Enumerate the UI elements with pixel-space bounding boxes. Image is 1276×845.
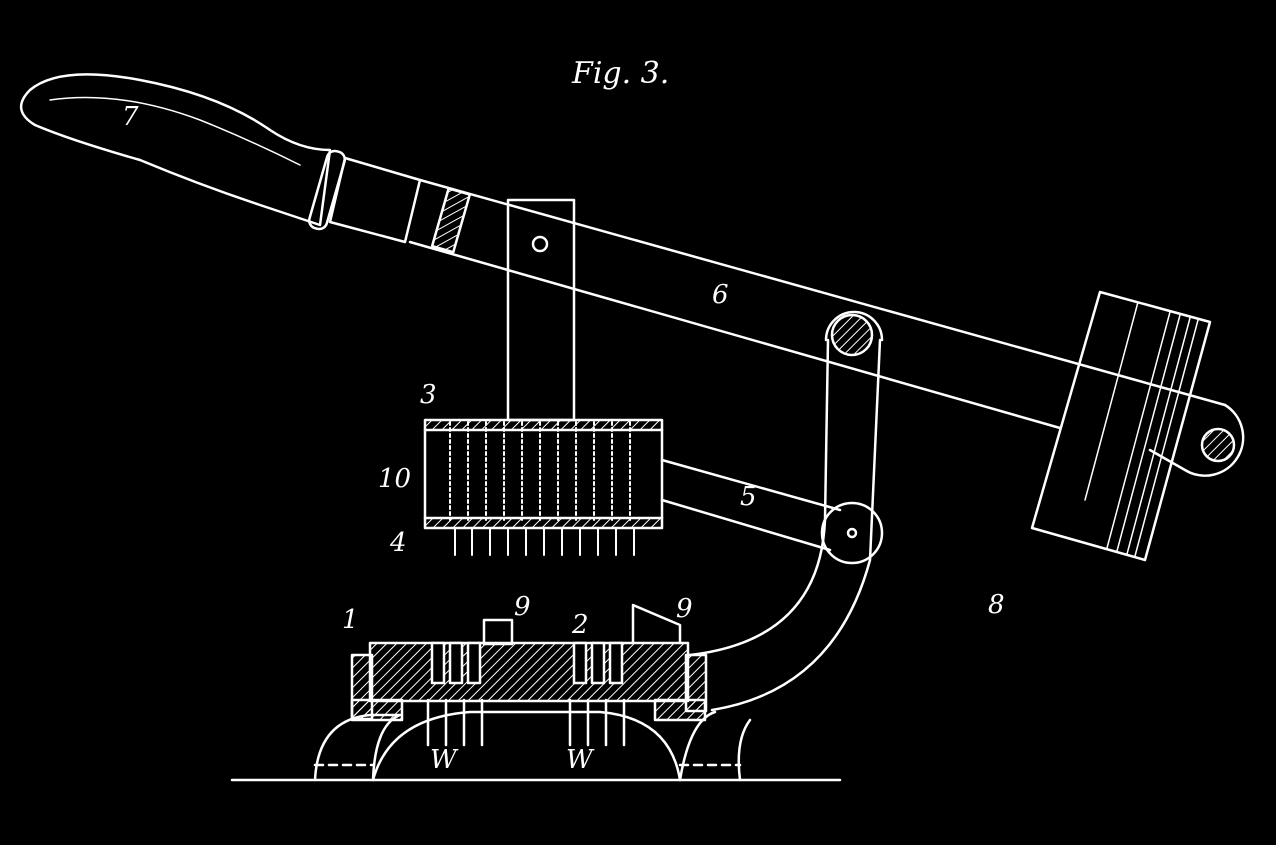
die-pins-left — [430, 641, 482, 685]
label-guide-right: 9 — [676, 594, 693, 624]
pivot-upper — [830, 313, 874, 357]
label-lever: 6 — [712, 280, 729, 310]
frame-arm — [688, 338, 882, 712]
link-bar-bottom — [660, 498, 832, 552]
bottom-plate — [423, 516, 664, 530]
link-bar-top — [660, 458, 842, 512]
guide-post-right — [631, 603, 682, 645]
die-pins-right — [572, 641, 624, 685]
base-foot-right — [678, 710, 752, 782]
pivot-lower — [820, 501, 884, 565]
weight-block — [1030, 290, 1212, 562]
pivot-lower-pin — [846, 527, 858, 539]
work-pins — [426, 698, 626, 747]
vertical-post — [506, 198, 576, 422]
lever-end-pin — [1200, 427, 1236, 463]
base-foot-middle — [371, 710, 682, 782]
lever-hatch-band — [430, 187, 472, 254]
base-foot-left — [313, 713, 402, 782]
post-pin — [531, 235, 549, 253]
spring-pins — [449, 421, 631, 521]
label-handle: 7 — [122, 102, 139, 132]
handle-collar — [328, 156, 422, 244]
top-plate — [423, 418, 664, 432]
lever-end — [1148, 403, 1245, 477]
label-top-plate: 3 — [420, 380, 437, 410]
weight-lines — [1084, 301, 1199, 557]
base-bottom-right — [653, 698, 707, 722]
label-work-right: W — [566, 745, 593, 775]
label-pins: 10 — [378, 464, 412, 494]
label-die: 2 — [572, 610, 589, 640]
pin-tips — [454, 527, 635, 556]
guide-post-left — [482, 618, 514, 646]
handle-grip-inner — [49, 96, 301, 166]
label-bottom-plate: 4 — [390, 528, 407, 558]
label-spring: 8 — [988, 590, 1005, 620]
handle-ferrule — [307, 149, 347, 231]
label-work-left: W — [430, 745, 457, 775]
lever-bottom — [408, 240, 1062, 430]
figure-title: Fig. 3. — [572, 56, 670, 91]
label-guide-left: 9 — [514, 592, 531, 622]
base-bottom-left — [350, 698, 404, 722]
lever-top — [418, 178, 1227, 407]
handle-grip — [20, 73, 332, 227]
label-link: 5 — [740, 482, 757, 512]
base-block — [368, 641, 690, 703]
label-base: 1 — [342, 605, 359, 635]
frame-top — [824, 310, 884, 342]
